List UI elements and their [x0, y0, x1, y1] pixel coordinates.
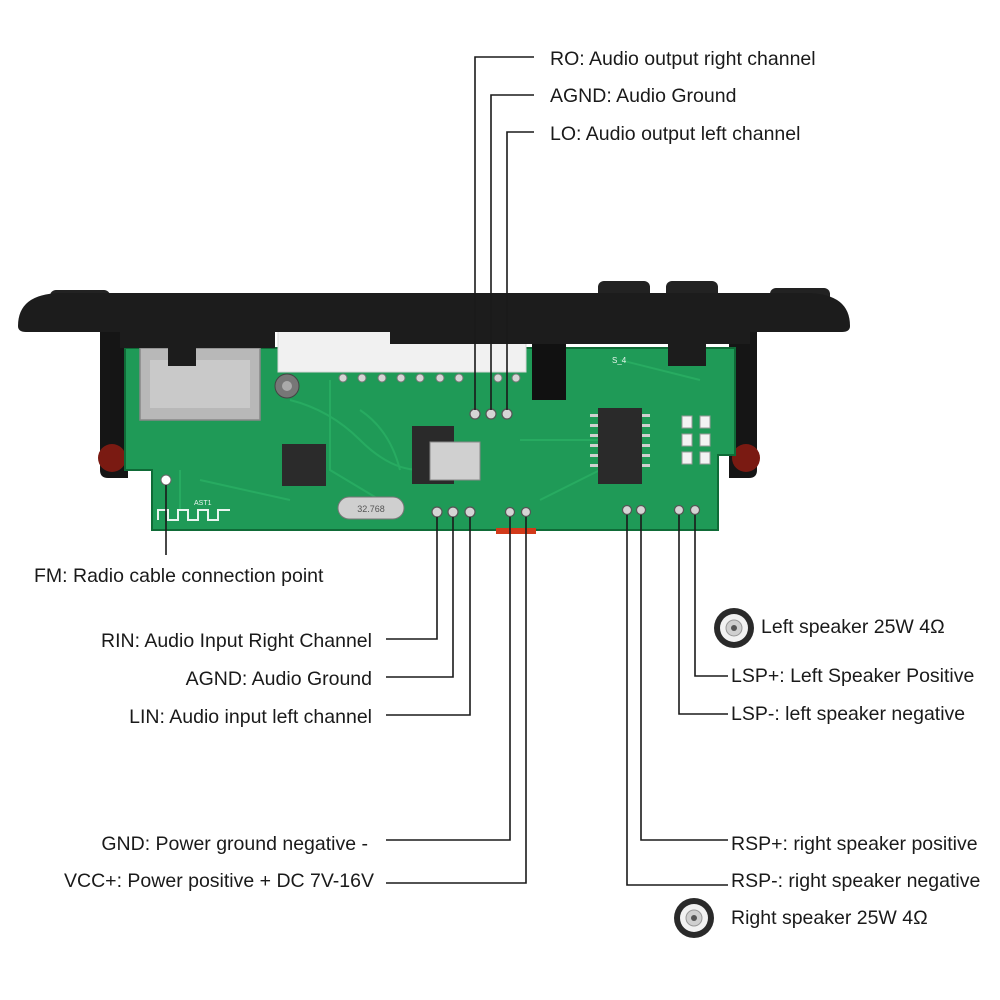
right-clip-spring	[732, 444, 760, 472]
leader-lines	[165, 56, 728, 886]
label-lsp-neg: LSP-: left speaker negative	[731, 703, 966, 725]
power-wire-stub	[496, 528, 536, 534]
amplifier-ic-pins	[590, 414, 650, 467]
front-bezel	[18, 293, 850, 332]
silkscreen-ast1: AST1	[194, 500, 212, 507]
leader-rsp-pos	[640, 515, 728, 841]
bezel-tab-right	[668, 330, 706, 366]
power-pins	[504, 506, 532, 518]
bezel-lip-left	[120, 330, 275, 348]
leader-rin	[386, 517, 438, 640]
leader-lsp-neg	[678, 515, 728, 715]
main-ic	[282, 444, 326, 486]
leader-gnd	[386, 517, 511, 841]
bluetooth-mp3-module: 32.768	[18, 281, 850, 534]
input-pins	[431, 506, 476, 518]
pcb-antenna	[157, 509, 230, 521]
amplifier-ic	[598, 408, 642, 484]
leader-lin	[386, 517, 471, 716]
display-header-pins	[338, 373, 521, 383]
label-agnd-in: AGND: Audio Ground	[185, 668, 372, 690]
label-lo: LO: Audio output left channel	[550, 123, 801, 145]
leader-agnd-in	[386, 517, 454, 678]
leader-lo	[506, 131, 534, 410]
label-gnd: GND: Power ground negative -	[101, 833, 368, 855]
crystal	[337, 496, 405, 520]
inductors	[681, 415, 711, 465]
power-jack	[532, 344, 566, 400]
fm-connection-point	[160, 474, 172, 486]
label-rsp-neg: RSP-: right speaker negative	[731, 870, 981, 892]
leader-vcc	[386, 517, 527, 884]
bezel-tab-left	[168, 330, 196, 366]
leader-lsp-pos	[694, 515, 728, 677]
label-agnd-out: AGND: Audio Ground	[550, 85, 737, 107]
leader-ro	[474, 56, 534, 410]
pcb-traces	[179, 359, 701, 510]
bezel-lip-right	[390, 330, 750, 344]
sd-card-slot-inner	[150, 360, 250, 408]
label-ro: RO: Audio output right channel	[550, 48, 816, 70]
microphone-grille	[282, 381, 292, 391]
leader-agnd-out	[490, 94, 534, 410]
left-clip-spring	[98, 444, 126, 472]
silkscreen-s4: S_4	[612, 356, 627, 365]
speaker-pins	[621, 504, 701, 516]
leader-rsp-neg	[626, 515, 728, 886]
crystal-label: 32.768	[357, 504, 385, 514]
label-rin: RIN: Audio Input Right Channel	[100, 630, 372, 652]
right-speaker-icon	[674, 898, 714, 938]
regulator-tab	[429, 441, 481, 481]
label-vcc: VCC+: Power positive + DC 7V-16V	[64, 870, 374, 892]
label-rsp-pos: RSP+: right speaker positive	[731, 833, 978, 855]
left-speaker-icon	[714, 608, 754, 648]
label-left-speaker: Left speaker 25W 4Ω	[761, 616, 945, 638]
label-right-speaker: Right speaker 25W 4Ω	[731, 907, 928, 929]
label-lsp-pos: LSP+: Left Speaker Positive	[731, 665, 975, 687]
label-lin: LIN: Audio input left channel	[129, 706, 372, 728]
label-fm: FM: Radio cable connection point	[34, 565, 324, 587]
left-clip	[100, 330, 128, 478]
output-pins	[469, 408, 513, 420]
